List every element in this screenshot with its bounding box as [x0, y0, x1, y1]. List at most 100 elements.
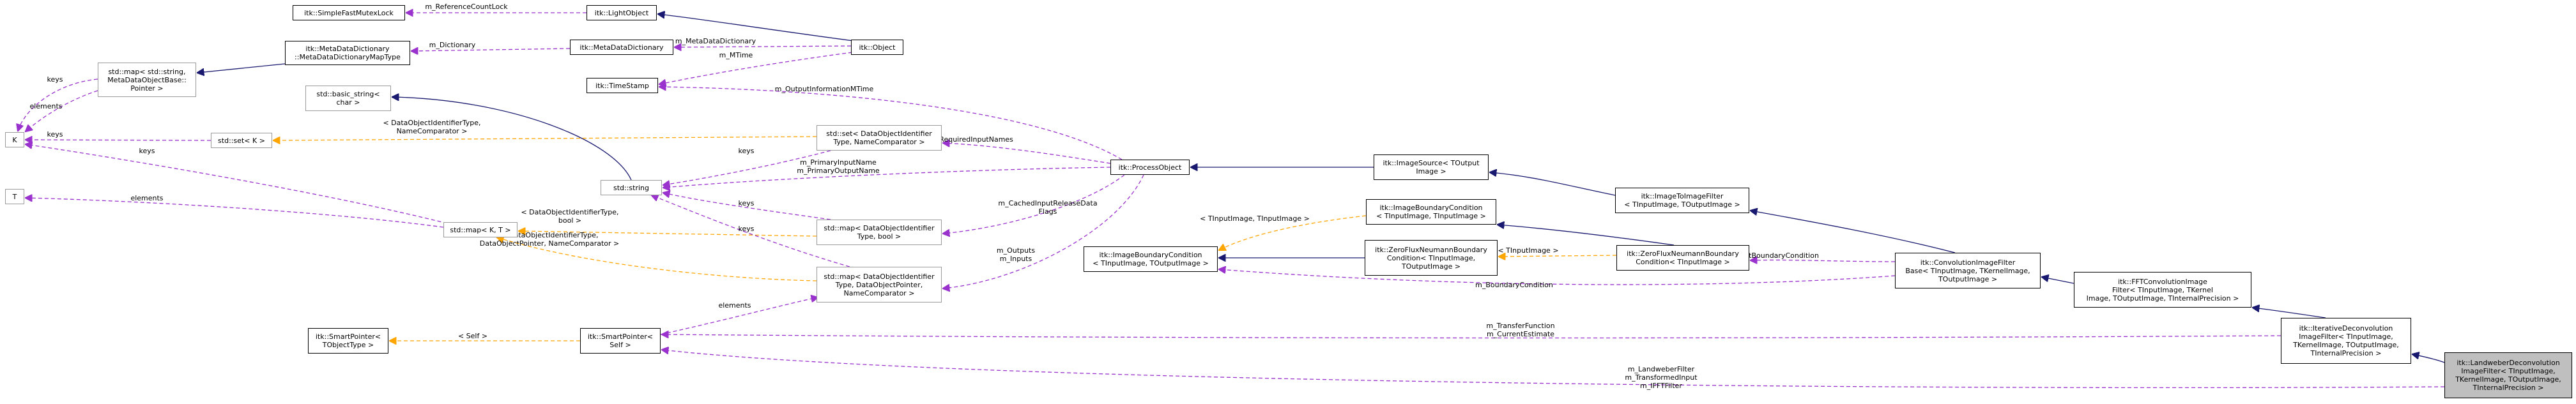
node-label: Image, TOutputImage, TInternalPrecision …: [2086, 294, 2239, 303]
edge-label-std-set-k-args: NameComparator >: [397, 127, 468, 135]
edge-label-landweber-filter: m_LandweberFilter: [1628, 365, 1695, 373]
node-smart-pointer-self[interactable]: itk::SmartPointer<Self >: [580, 328, 661, 354]
edge-label-transfer-function: m_CurrentEstimate: [1487, 330, 1554, 338]
node-t[interactable]: T: [5, 189, 24, 204]
edge-set-dataobject-to-string: [663, 150, 831, 185]
edge-string-to-basic-string: [392, 97, 632, 181]
node-std-string[interactable]: std::string: [601, 180, 662, 195]
node-label: itk::IterativeDeconvolution: [2299, 324, 2393, 333]
node-label: TKernelImage, TOutputImage,: [2455, 375, 2561, 384]
node-label: itk::SmartPointer<: [315, 333, 381, 341]
node-label: Image >: [1416, 167, 1446, 176]
node-label: T: [12, 192, 17, 201]
node-basic-string[interactable]: std::basic_string<char >: [305, 86, 391, 111]
node-label: std::set< K >: [218, 136, 265, 145]
edge-label-tinput-tinput: < TInputImage, TInputImage >: [1200, 214, 1310, 223]
node-meta-data-dictionary[interactable]: itk::MetaDataDictionary: [570, 40, 673, 55]
edge-conv-base-to-bc: [1219, 269, 1896, 285]
node-label: itk::LandweberDeconvolution: [2457, 359, 2560, 367]
edge-std-map-to-k: [18, 79, 98, 131]
edge-label-meta-data-dictionary: m_MetaDataDictionary: [675, 37, 756, 45]
node-meta-data-dictionary-map-type[interactable]: itk::MetaDataDictionary::MetaDataDiction…: [285, 41, 410, 65]
edge-label-keys-set-string: keys: [739, 147, 755, 155]
edge-label-mtime: m_MTime: [719, 51, 753, 59]
node-std-set-k[interactable]: std::set< K >: [211, 133, 272, 148]
edge-label-elements-smart-pointer: elements: [718, 301, 751, 310]
node-label: Base< TInputImage, TKernelImage,: [1905, 266, 2030, 275]
node-image-to-image-filter[interactable]: itk::ImageToImageFilter< TInputImage, TO…: [1615, 188, 1749, 213]
edge-process-to-time-stamp: [659, 87, 1123, 160]
node-label: TOutputImage >: [1938, 274, 1998, 283]
node-label: TObjectType >: [322, 341, 374, 349]
node-image-boundary-condition[interactable]: itk::ImageBoundaryCondition< TInputImage…: [1084, 246, 1218, 272]
edge-iterative-to-smart-self: [662, 334, 2281, 339]
edge-map-bool-to-map-kt: [519, 231, 817, 237]
node-time-stamp[interactable]: itk::TimeStamp: [586, 78, 658, 93]
node-label: Condition< TInputImage >: [1636, 258, 1730, 266]
edge-label-map-kt-pointer-args: DataObjectPointer, NameComparator >: [480, 239, 620, 248]
edge-label-cached-input-release: m_CachedInputReleaseData: [998, 199, 1097, 207]
node-label: < TInputImage, TOutputImage >: [1092, 259, 1209, 267]
edge-conv-base-to-image-to-image: [1751, 211, 1956, 253]
node-label: std::map< K, T >: [450, 225, 511, 234]
edge-zero-flux-to-bc-tmpl: [1498, 225, 1675, 246]
node-label: itk::MetaDataDictionary: [305, 45, 390, 53]
node-label: std::basic_string<: [316, 90, 380, 98]
edge-map-kt-to-t: [26, 198, 444, 228]
node-label: Filter< TInputImage, TKernel: [2112, 285, 2213, 294]
node-light-object[interactable]: itk::LightObject: [586, 5, 657, 20]
node-label: itk::ImageBoundaryCondition: [1379, 204, 1483, 212]
edge-label-primary-names: m_PrimaryInputName: [800, 158, 877, 167]
node-std-map-k-t[interactable]: std::map< K, T >: [443, 222, 518, 237]
edge-label-std-set-k-args: < DataObjectIdentifierType,: [383, 119, 480, 127]
node-label: itk::FFTConvolutionImage: [2118, 277, 2207, 286]
edge-process-to-map-pointer: [943, 174, 1144, 288]
node-label: itk::ImageBoundaryCondition: [1099, 251, 1202, 259]
edge-process-to-string: [663, 167, 1111, 188]
edge-map-pointer-to-map-kt: [497, 237, 817, 281]
node-smart-pointer-tobject[interactable]: itk::SmartPointer<TObjectType >: [308, 328, 388, 354]
node-label: Type, DataObjectPointer,: [835, 280, 923, 289]
edge-object-to-meta-dictionary: [675, 46, 852, 47]
edge-label-keys-map-string: keys: [47, 75, 63, 84]
node-label: K: [12, 135, 17, 144]
node-label: Type, NameComparator >: [833, 138, 925, 146]
node-image-boundary-condition-tinput-tinput[interactable]: itk::ImageBoundaryCondition< TInputImage…: [1366, 199, 1496, 225]
edge-label-outputs-inputs: m_Inputs: [1000, 255, 1032, 263]
edge-label-elements-t: elements: [130, 194, 163, 202]
node-process-object[interactable]: itk::ProcessObject: [1110, 160, 1190, 175]
node-label: itk::Object: [859, 43, 896, 52]
node-simple-fast-mutex-lock[interactable]: itk::SimpleFastMutexLock: [293, 5, 405, 20]
node-label: < TInputImage, TInputImage >: [1376, 212, 1486, 220]
node-label: < TInputImage, TOutputImage >: [1624, 200, 1740, 209]
node-k[interactable]: K: [5, 132, 24, 147]
edge-label-cached-input-release: Flags: [1039, 207, 1057, 216]
node-label: Type, bool >: [857, 232, 901, 241]
node-std-map-string-metadata[interactable]: std::map< std::string,MetaDataObjectBase…: [98, 63, 196, 97]
edge-label-boundary-condition: m_BoundaryCondition: [1475, 281, 1553, 289]
node-label: std::set< DataObjectIdentifier: [826, 130, 932, 138]
node-label: itk::ZeroFluxNeumannBoundary: [1627, 250, 1739, 258]
edge-label-required-input-names: m_RequiredInputNames: [929, 135, 1013, 144]
node-label: itk::ZeroFluxNeumannBoundary: [1375, 245, 1487, 254]
node-label: std::map< DataObjectIdentifier: [824, 272, 935, 281]
edge-label-keys-k-from-map: keys: [139, 147, 155, 155]
edge-map-kt-to-k: [26, 144, 448, 224]
edge-label-output-information-mtime: m_OutputInformationMTime: [775, 85, 874, 93]
edge-label-tinputimage: < TInputImage >: [1498, 246, 1558, 255]
node-object[interactable]: itk::Object: [851, 40, 903, 55]
edge-object-to-time-stamp: [659, 52, 853, 84]
edge-label-elements-map-string: elements: [29, 102, 62, 110]
